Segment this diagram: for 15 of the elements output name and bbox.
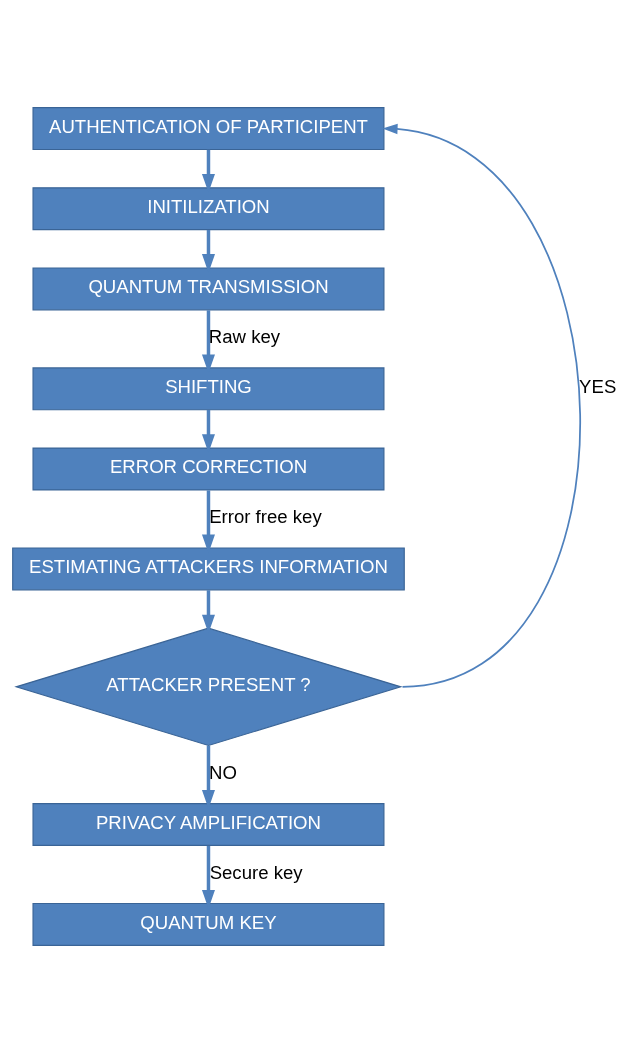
node-box: PRIVACY AMPLIFICATION (32, 803, 385, 846)
node-box: INITILIZATION (32, 187, 385, 231)
edge-label: Error free key (209, 506, 322, 528)
edge-label: YES (579, 376, 617, 398)
node-box: SHIFTING (32, 367, 385, 411)
edge-label: NO (209, 761, 237, 783)
node-box: AUTHENTICATION OF PARTICIPENT (32, 107, 385, 151)
node-box: QUANTUM KEY (32, 902, 385, 946)
node-diamond: ATTACKER PRESENT ? (14, 627, 403, 747)
node-box: ERROR CORRECTION (32, 447, 385, 491)
edge-label: Secure key (209, 861, 303, 883)
arrow (382, 123, 581, 688)
node-box: ESTIMATING ATTACKERS INFORMATION (12, 547, 405, 591)
node-box: QUANTUM TRANSMISSION (32, 267, 385, 311)
edge-label: Raw key (208, 326, 281, 348)
